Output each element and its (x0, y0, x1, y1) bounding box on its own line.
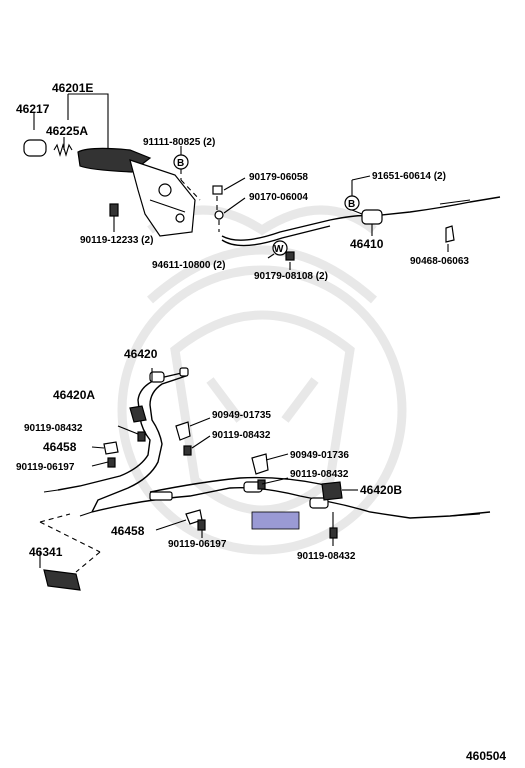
ref-b-left: B (177, 158, 184, 169)
washer-part (214, 210, 224, 220)
nut-part (212, 185, 223, 195)
lever-bolt-part (109, 203, 119, 217)
bracket-lh (321, 481, 343, 501)
lever-bracket (129, 159, 196, 237)
label-clamp-rh: 46458 (43, 440, 77, 454)
label-clamp-lh: 46458 (111, 524, 145, 538)
label-grommet: 94611-10800 (2) (152, 260, 225, 271)
rear-cable-lh (91, 487, 491, 519)
label-rear-cable-rh: 46420 (124, 347, 158, 361)
lever-assembly-group: B (23, 93, 246, 237)
label-clip: 90468-06063 (410, 256, 469, 267)
label-bolt-rh-2: 90119-06197 (16, 462, 75, 473)
label-lever-bolt: 90119-12233 (2) (80, 235, 153, 246)
label-bracket-lower: 90949-01736 (290, 450, 349, 461)
front-cable-group: W B (221, 175, 501, 270)
ref-w-circle (272, 240, 288, 256)
label-spring: 46225A (46, 124, 88, 138)
label-front-cable: 46410 (350, 237, 384, 251)
label-bracket-lh: 46420B (360, 483, 402, 497)
label-nut-upper: 90179-06058 (249, 172, 308, 183)
label-bolt-upper: 90119-08432 (212, 430, 271, 441)
spring-part (53, 143, 73, 157)
bracket-lower (251, 453, 269, 475)
label-bolt-rh-1: 90119-08432 (24, 423, 83, 434)
rear-cable-rh (57, 371, 187, 491)
label-knob: 46217 (16, 102, 50, 116)
label-washer: 90170-06004 (249, 192, 308, 203)
label-bracket-rh: 46420A (53, 388, 95, 402)
label-bolt-side: 91111-80825 (2) (143, 137, 215, 148)
label-retainer: 46341 (29, 545, 63, 559)
ref-w: W (274, 244, 284, 255)
label-bracket-upper: 90949-01735 (212, 410, 271, 421)
label-bolt-lower: 90119-08432 (290, 469, 349, 480)
label-bolt-lh-2: 90119-08432 (297, 551, 356, 562)
bracket-rh (129, 405, 147, 423)
label-front-nut: 90179-08108 (2) (254, 271, 328, 282)
label-lever-assembly: 46201E (52, 81, 93, 95)
knob-part (23, 139, 47, 157)
bracket-upper (175, 421, 191, 441)
diagram-number: 460504 (466, 749, 506, 763)
retainer-part (43, 569, 81, 591)
front-cable-line (221, 196, 501, 241)
label-front-bolt: 91651-60614 (2) (372, 171, 446, 182)
clip-part (445, 225, 455, 243)
rear-cables-group (39, 367, 491, 591)
highlighted-part-box[interactable] (251, 511, 300, 530)
ref-b-right: B (348, 199, 355, 210)
clamp-rh (103, 441, 119, 455)
label-bolt-lh: 90119-06197 (168, 539, 227, 550)
